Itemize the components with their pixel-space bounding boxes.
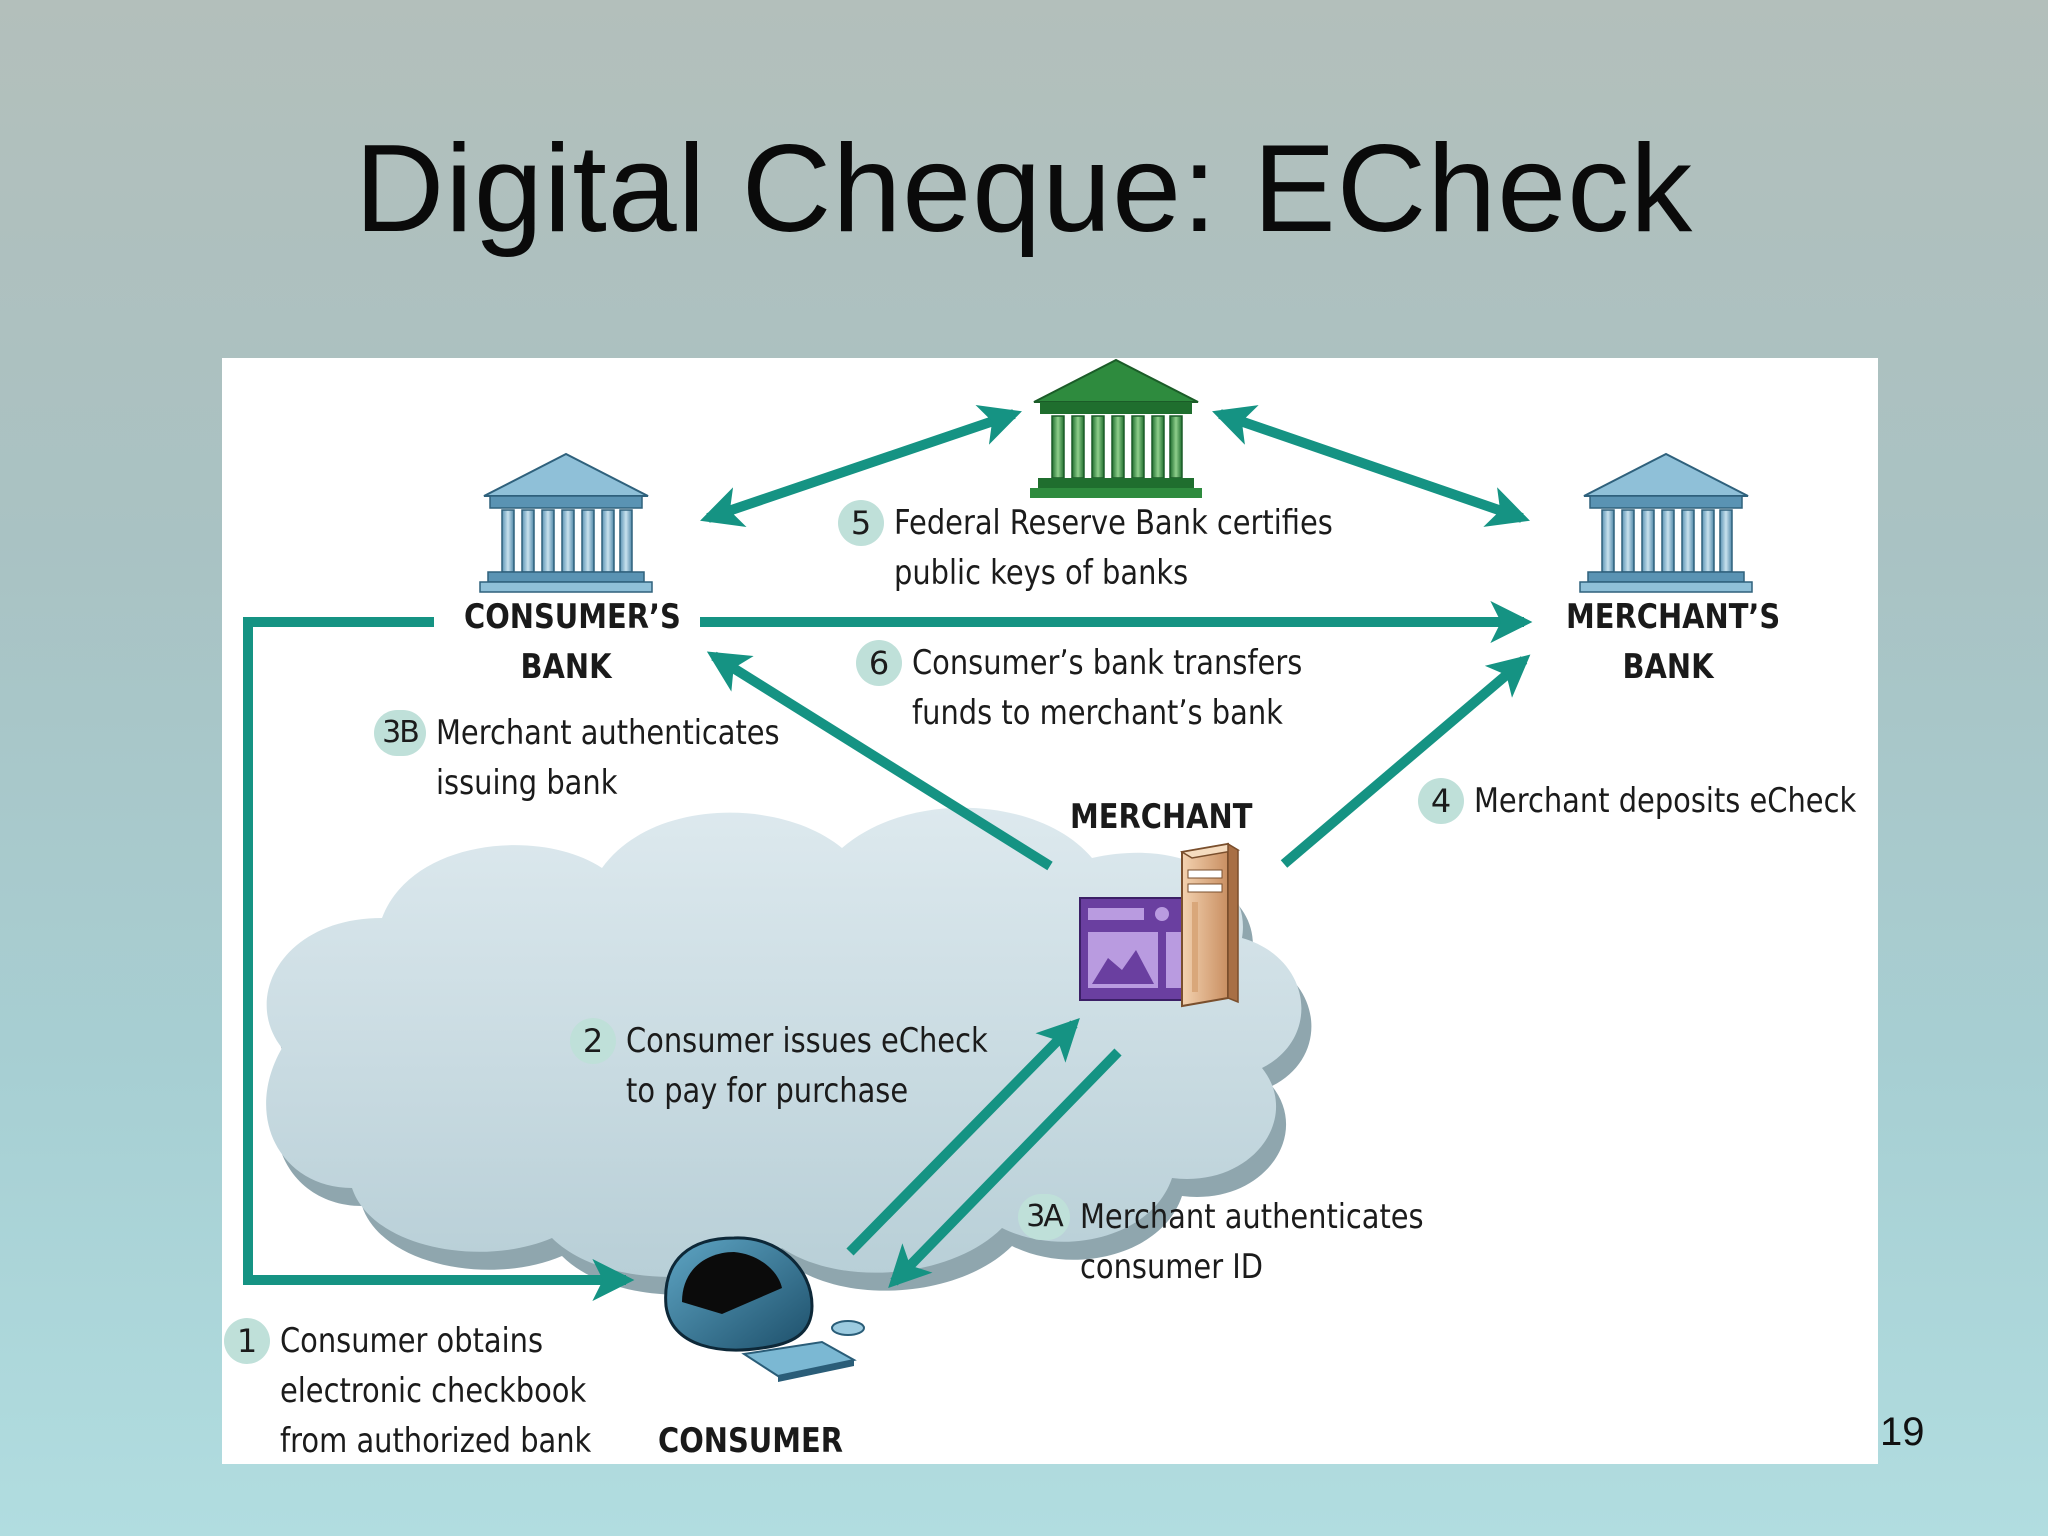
step-2-number: 2 — [570, 1018, 616, 1064]
step-3a-line: Merchant authenticates — [1080, 1197, 1424, 1237]
arrow-fed-consumers-bank — [700, 404, 1022, 528]
step-6: 6 Consumer’s bank transfers funds to mer… — [856, 638, 1371, 738]
step-1-line: Consumer obtains — [280, 1321, 544, 1361]
step-4-line: Merchant deposits eCheck — [1474, 781, 1857, 821]
step-4-number: 4 — [1418, 778, 1464, 824]
diagram-graphics — [243, 358, 1753, 1382]
merchant-server-icon — [1179, 842, 1241, 1008]
step-2-line: Consumer issues eCheck — [626, 1021, 988, 1061]
step-1-line: electronic checkbook — [280, 1371, 587, 1411]
consumers-bank-icon — [479, 452, 653, 593]
arrow-checkbook — [243, 617, 635, 1301]
step-6-line: Consumer’s bank transfers — [912, 643, 1303, 683]
step-1-line: from authorized bank — [280, 1421, 592, 1461]
step-2: 2 Consumer issues eCheck to pay for purc… — [570, 1016, 1052, 1116]
arrow-consumer-to-merchant — [846, 1018, 1080, 1256]
consumer-label: CONSUMER — [658, 1421, 844, 1461]
step-3b-number: 3B — [374, 710, 426, 756]
step-3b-line: issuing bank — [436, 763, 618, 803]
merchants-bank-icon — [1579, 452, 1753, 593]
step-5-line: public keys of banks — [894, 553, 1189, 593]
step-1: 1 Consumer obtains electronic checkbook … — [224, 1316, 646, 1466]
arrow-merchant-to-merchants-bank — [1280, 654, 1531, 868]
step-3b-line: Merchant authenticates — [436, 713, 780, 753]
federal-reserve-bank-icon — [1030, 358, 1202, 498]
step-3a-number: 3A — [1018, 1194, 1070, 1240]
merchant-computer-icon — [1079, 897, 1191, 1001]
step-6-number: 6 — [856, 640, 902, 686]
echeck-diagram: CONSUMER’S BANK MERCHANT’S BANK MERCHANT… — [222, 358, 1878, 1464]
step-5: 5 Federal Reserve Bank certifies public … — [838, 498, 1410, 598]
step-5-number: 5 — [838, 500, 884, 546]
consumers-bank-label: CONSUMER’S BANK — [464, 597, 681, 687]
internet-cloud — [266, 807, 1312, 1295]
flow-arrows — [243, 404, 1533, 1301]
step-3a: 3A Merchant authenticates consumer ID — [1018, 1192, 1484, 1292]
arrow-merchant-to-consumer — [888, 1048, 1122, 1289]
page-number: 19 — [1880, 1410, 1925, 1454]
step-6-line: funds to merchant’s bank — [912, 693, 1283, 733]
step-1-number: 1 — [224, 1318, 270, 1364]
merchants-bank-label: MERCHANT’S BANK — [1566, 597, 1781, 687]
step-4: 4 Merchant deposits eCheck — [1418, 776, 1924, 826]
merchant-label: MERCHANT — [1070, 797, 1253, 837]
step-3a-line: consumer ID — [1080, 1247, 1264, 1287]
arrow-fed-merchants-bank — [1212, 405, 1530, 527]
consumer-computer-icon — [664, 1236, 865, 1382]
step-2-line: to pay for purchase — [626, 1071, 909, 1111]
arrow-merchant-to-consumers-bank — [706, 651, 1053, 871]
step-5-line: Federal Reserve Bank certifies — [894, 503, 1333, 543]
step-3b: 3B Merchant authenticates issuing bank — [374, 708, 840, 808]
slide-title: Digital Cheque: ECheck — [354, 120, 1694, 258]
